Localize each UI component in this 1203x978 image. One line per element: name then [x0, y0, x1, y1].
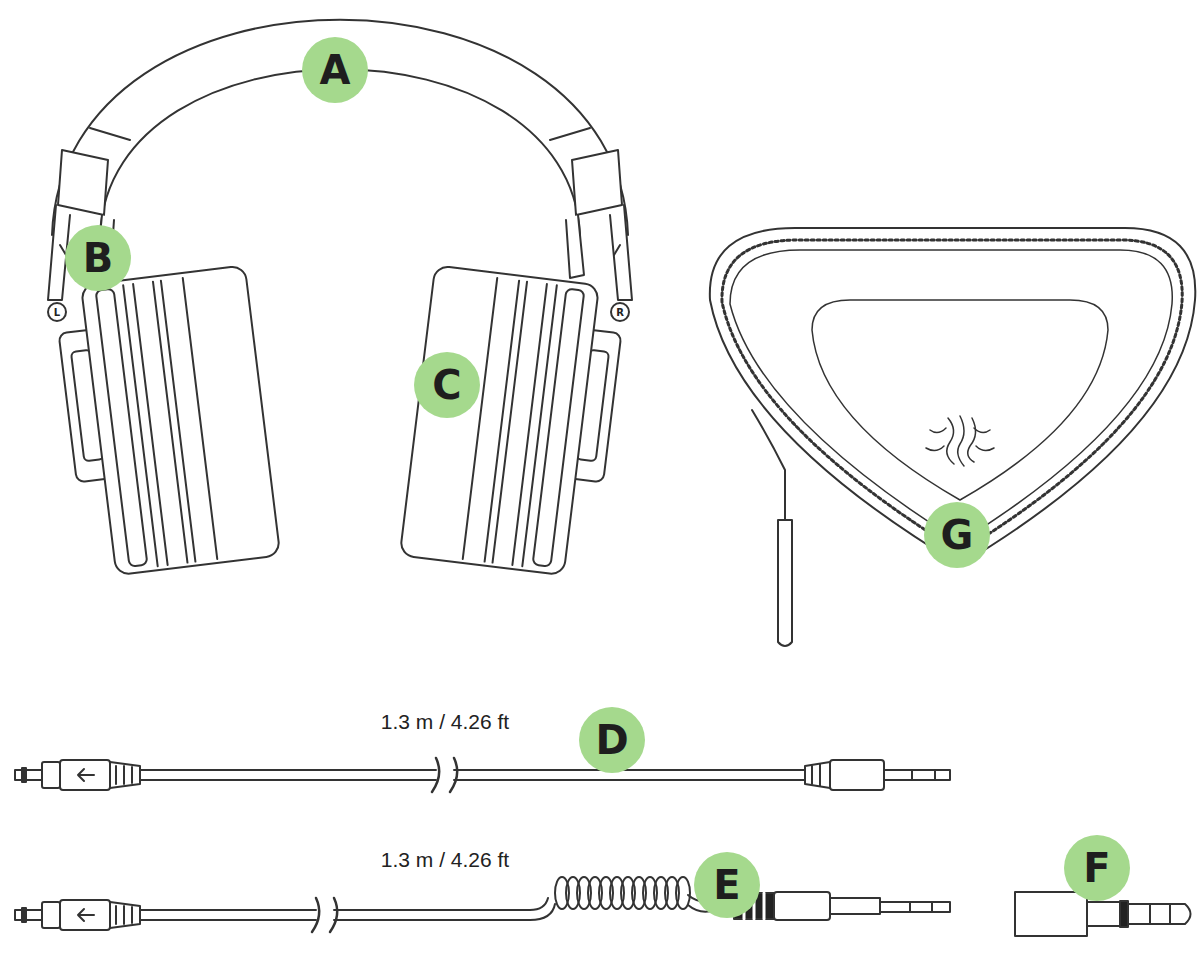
side-marker: R	[610, 302, 630, 322]
callout-letter: B	[65, 225, 131, 291]
cable-length: 1.3 m / 4.26 ft	[377, 848, 513, 872]
straight-cable	[15, 758, 950, 792]
logo	[926, 416, 994, 466]
carrying-case	[710, 228, 1195, 646]
coiled-cable	[15, 877, 950, 932]
callout-letter: C	[414, 352, 480, 418]
left-ear-cup	[53, 265, 280, 578]
side-marker: L	[47, 302, 67, 322]
callout-letter: D	[579, 707, 645, 773]
right-ear-cup	[400, 265, 627, 578]
callout-letter: E	[694, 852, 760, 918]
callout-letter: A	[302, 37, 368, 103]
callout-letter: G	[924, 502, 990, 568]
cable-length: 1.3 m / 4.26 ft	[377, 710, 513, 734]
callout-letter: F	[1064, 835, 1130, 901]
headband	[52, 20, 628, 235]
